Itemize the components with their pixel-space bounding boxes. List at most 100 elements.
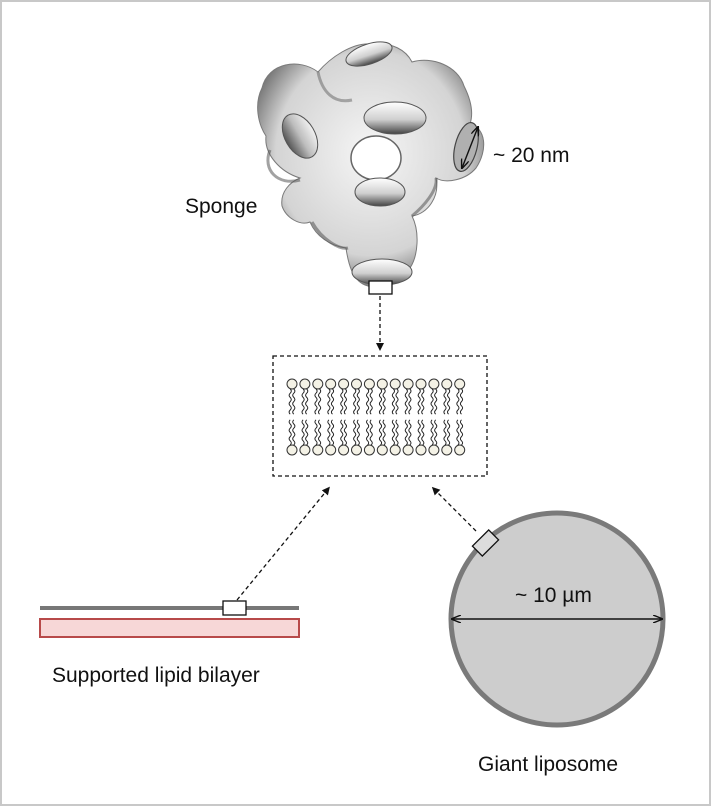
lipid-headgroup (338, 378, 350, 390)
lipid-headgroup (312, 444, 324, 456)
lipid-tail (404, 419, 408, 446)
lipid-tail (391, 419, 395, 446)
lipid-tail (314, 388, 318, 415)
arrow-liposome-to-bilayer (431, 486, 477, 532)
lipid-tail (404, 388, 408, 415)
lipid-tail (288, 388, 292, 415)
giant-liposome-label: Giant liposome (478, 753, 619, 776)
supported-bilayer-label: Supported lipid bilayer (52, 664, 260, 687)
lipid-tail (430, 419, 434, 446)
solid-support (39, 618, 300, 638)
bilayer-selection-box (222, 600, 247, 616)
sponge-size-label: ~ 20 nm (493, 144, 570, 167)
lipid-molecule (338, 419, 350, 456)
lipid-tail (366, 388, 370, 415)
lipid-tail (288, 419, 292, 446)
sponge-pore (363, 101, 427, 135)
lipid-tail (417, 388, 421, 415)
lipid-tail (356, 388, 360, 415)
lipid-molecule (376, 378, 388, 415)
bilayer-zoom-frame (272, 355, 488, 477)
lipid-headgroup (299, 378, 311, 390)
lipid-headgroup (428, 378, 440, 390)
lipid-headgroup (286, 378, 298, 390)
arrow-slb-to-bilayer (236, 486, 330, 601)
lipid-tail (443, 388, 447, 415)
lipid-molecule (338, 378, 350, 415)
liposome-size-label: ~ 10 µm (515, 584, 592, 607)
lipid-molecule (402, 419, 414, 456)
lipid-tail (456, 388, 460, 415)
lipid-molecule (389, 378, 401, 415)
lipid-headgroup (351, 378, 362, 390)
lipid-molecule (389, 419, 401, 456)
lipid-molecule (428, 378, 440, 415)
lipid-headgroup (286, 444, 298, 456)
lipid-tail (378, 419, 383, 446)
lipid-molecule (299, 378, 311, 415)
lipid-tail (408, 419, 412, 446)
sponge-pore (354, 177, 406, 207)
lipid-headgroup (402, 378, 414, 390)
lipid-headgroup (428, 444, 440, 456)
lipid-tail (391, 388, 395, 415)
sponge-size-arrow (462, 127, 478, 168)
lipid-tail (443, 419, 447, 446)
lipid-tail (456, 419, 460, 446)
lipid-headgroup (402, 444, 414, 456)
lipid-headgroup (415, 378, 427, 390)
lipid-headgroup (338, 444, 350, 456)
lipid-molecule (454, 378, 466, 415)
lipid-molecule (325, 419, 337, 456)
lipid-tail (430, 388, 434, 415)
lipid-molecule (441, 419, 453, 456)
lipid-tail (353, 388, 357, 415)
lipid-molecule (376, 419, 388, 456)
lipid-headgroup (441, 378, 453, 390)
lipid-molecule (286, 378, 298, 415)
sponge-label: Sponge (185, 195, 258, 218)
lipid-molecule (299, 419, 311, 456)
sponge-pore (281, 113, 319, 159)
lipid-tail (369, 388, 373, 415)
lipid-tail (343, 388, 347, 415)
lipid-tail (327, 419, 331, 446)
lipid-molecule (351, 378, 362, 415)
lipid-tail (318, 388, 322, 415)
liposome-selection-box (471, 528, 500, 558)
lipid-tail (459, 419, 464, 446)
lipid-tail (421, 419, 425, 446)
lipid-molecule (415, 378, 427, 415)
lipid-molecule (363, 378, 375, 415)
lipid-headgroup (363, 444, 375, 456)
lipid-headgroup (389, 378, 401, 390)
lipid-tail (382, 419, 386, 446)
lipid-tail (356, 419, 360, 446)
lipid-tail (421, 388, 425, 415)
lipid-headgroup (376, 444, 388, 456)
lipid-headgroup (363, 378, 375, 390)
lipid-tail (382, 388, 386, 415)
lipid-tail (330, 419, 335, 446)
lipid-molecules (286, 378, 466, 456)
lipid-headgroup (325, 378, 337, 390)
lipid-headgroup (454, 444, 466, 456)
lipid-molecule (441, 378, 453, 415)
lipid-molecule (325, 378, 337, 415)
giant-liposome-illustration (448, 510, 666, 728)
lipid-tail (378, 388, 383, 415)
lipid-molecule (454, 419, 466, 456)
lipid-tail (408, 388, 412, 415)
lipid-tail (369, 419, 373, 446)
lipid-molecule (428, 419, 440, 456)
lipid-tail (447, 419, 451, 446)
lipid-headgroup (389, 444, 401, 456)
lipid-tail (434, 419, 438, 446)
lipid-headgroup (325, 444, 337, 456)
lipid-tail (447, 388, 451, 415)
lipid-tail (292, 419, 296, 446)
lipid-molecule (312, 378, 324, 415)
lipid-tail (459, 388, 464, 415)
lipid-molecule (363, 419, 375, 456)
